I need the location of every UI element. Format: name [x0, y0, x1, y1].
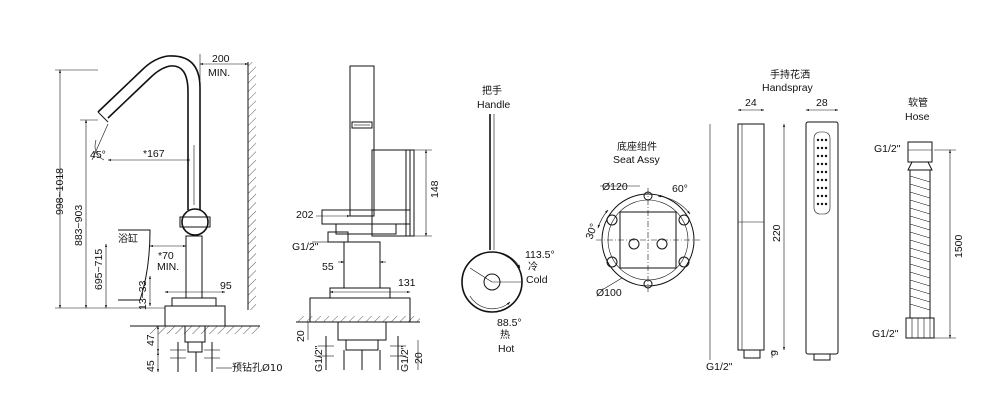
- bathtub-outline: [118, 229, 151, 301]
- side-body: [185, 235, 203, 299]
- handle-cold-cn: 冷: [528, 260, 538, 273]
- dim-top: 200: [212, 53, 230, 65]
- dim-handle-height: 695~715: [93, 249, 105, 290]
- dim-reach: *167: [143, 148, 165, 160]
- handspray-view: 手持花洒 Handspray 24 G1/2" 28 220: [706, 68, 839, 373]
- handle-angle-hot: 88.5°: [497, 317, 522, 329]
- handspray-title-cn: 手持花洒: [770, 68, 810, 81]
- seat-title-cn: 底座组件: [617, 140, 657, 153]
- hose-body: [907, 161, 933, 318]
- seat-dim-60: 60°: [672, 183, 688, 195]
- dim-202: 202: [296, 209, 314, 221]
- seat-dim-30: 30°: [584, 222, 601, 241]
- spout-outer: [107, 65, 189, 210]
- dim-lower-2: 45: [145, 360, 157, 372]
- dim-base-height: 13~33: [137, 280, 149, 310]
- dim-base-width: 95: [220, 280, 232, 292]
- dim-thread-low-right: G1/2": [399, 345, 411, 372]
- handle-cold-en: Cold: [526, 274, 548, 286]
- handspray-dim-220: 220: [771, 224, 783, 242]
- handle-title-en: Handle: [477, 99, 510, 111]
- handle-hot-cn: 热: [500, 328, 510, 341]
- handle-title-cn: 把手: [482, 84, 502, 97]
- seat-assy-view: 底座组件 Seat Assy Ø120 60° 30° Ø100: [584, 140, 700, 299]
- dim-131: 131: [398, 277, 416, 289]
- dim-lower-1: 47: [145, 334, 157, 346]
- handspray-dim-9: 9: [769, 350, 781, 356]
- dim-thread-low-left: G1/2": [313, 345, 325, 372]
- spout-inner: [97, 55, 201, 210]
- dim-20-left: 20: [295, 330, 307, 342]
- handspray-dim-28: 28: [816, 97, 828, 109]
- dim-55: 55: [322, 261, 334, 273]
- dim-total-height: 998~1018: [54, 168, 66, 215]
- drill-hole-label: 预钻孔Ø10: [232, 361, 283, 374]
- hose-title-cn: 软管: [908, 96, 928, 109]
- hose-length: 1500: [953, 234, 965, 258]
- dim-top-sub: MIN.: [208, 67, 230, 79]
- front-view: 202 G1/2" 55 148 131 20 20 G1/2" G1/2": [292, 65, 441, 372]
- front-mid-body: [321, 209, 411, 225]
- handspray-dim-24: 24: [745, 97, 757, 109]
- hose-bottom-nut: [905, 317, 935, 339]
- hose-thread-bottom: G1/2": [872, 328, 899, 340]
- dim-angle: 45°: [90, 149, 106, 161]
- dim-thread: G1/2": [292, 241, 319, 253]
- hose-thread-top: G1/2": [874, 143, 901, 155]
- handle-hot-en: Hot: [498, 343, 514, 355]
- hose-title-en: Hose: [905, 111, 930, 123]
- handle-view: 把手 Handle 113.5° 冷 Cold 88.5° 热 Hot: [461, 84, 555, 355]
- side-view: 浴缸 998~1018 883~903 695~715 13~33 200 MI…: [54, 53, 283, 374]
- seat-title-en: Seat Assy: [613, 154, 660, 166]
- dim-148: 148: [429, 180, 441, 198]
- seat-dim-100: Ø100: [596, 287, 622, 299]
- dim-spout-height: 883~903: [73, 205, 85, 246]
- side-handle-knob: [181, 208, 209, 236]
- dim-min-gap: *70: [158, 250, 174, 262]
- hose-top-nut: [907, 141, 933, 163]
- handle-angle-cold: 113.5°: [525, 249, 555, 261]
- front-column: [349, 65, 375, 217]
- handspray-title-en: Handspray: [762, 82, 814, 94]
- handspray-thread: G1/2": [706, 361, 733, 373]
- bathtub-label: 浴缸: [118, 232, 138, 245]
- nozzle-dots: [816, 138, 828, 206]
- hose-view: 软管 Hose G1/2" G1/2" 1500: [872, 96, 965, 340]
- handspray-nozzle-field: [813, 131, 831, 215]
- side-base: [171, 297, 217, 307]
- dim-min-gap-sub: MIN.: [157, 261, 179, 273]
- wall-hatch: [248, 62, 256, 310]
- front-lower-body: [343, 241, 381, 289]
- seat-dim-120: Ø120: [602, 181, 628, 193]
- front-lever: [371, 149, 411, 237]
- dim-20-right: 20: [413, 352, 425, 364]
